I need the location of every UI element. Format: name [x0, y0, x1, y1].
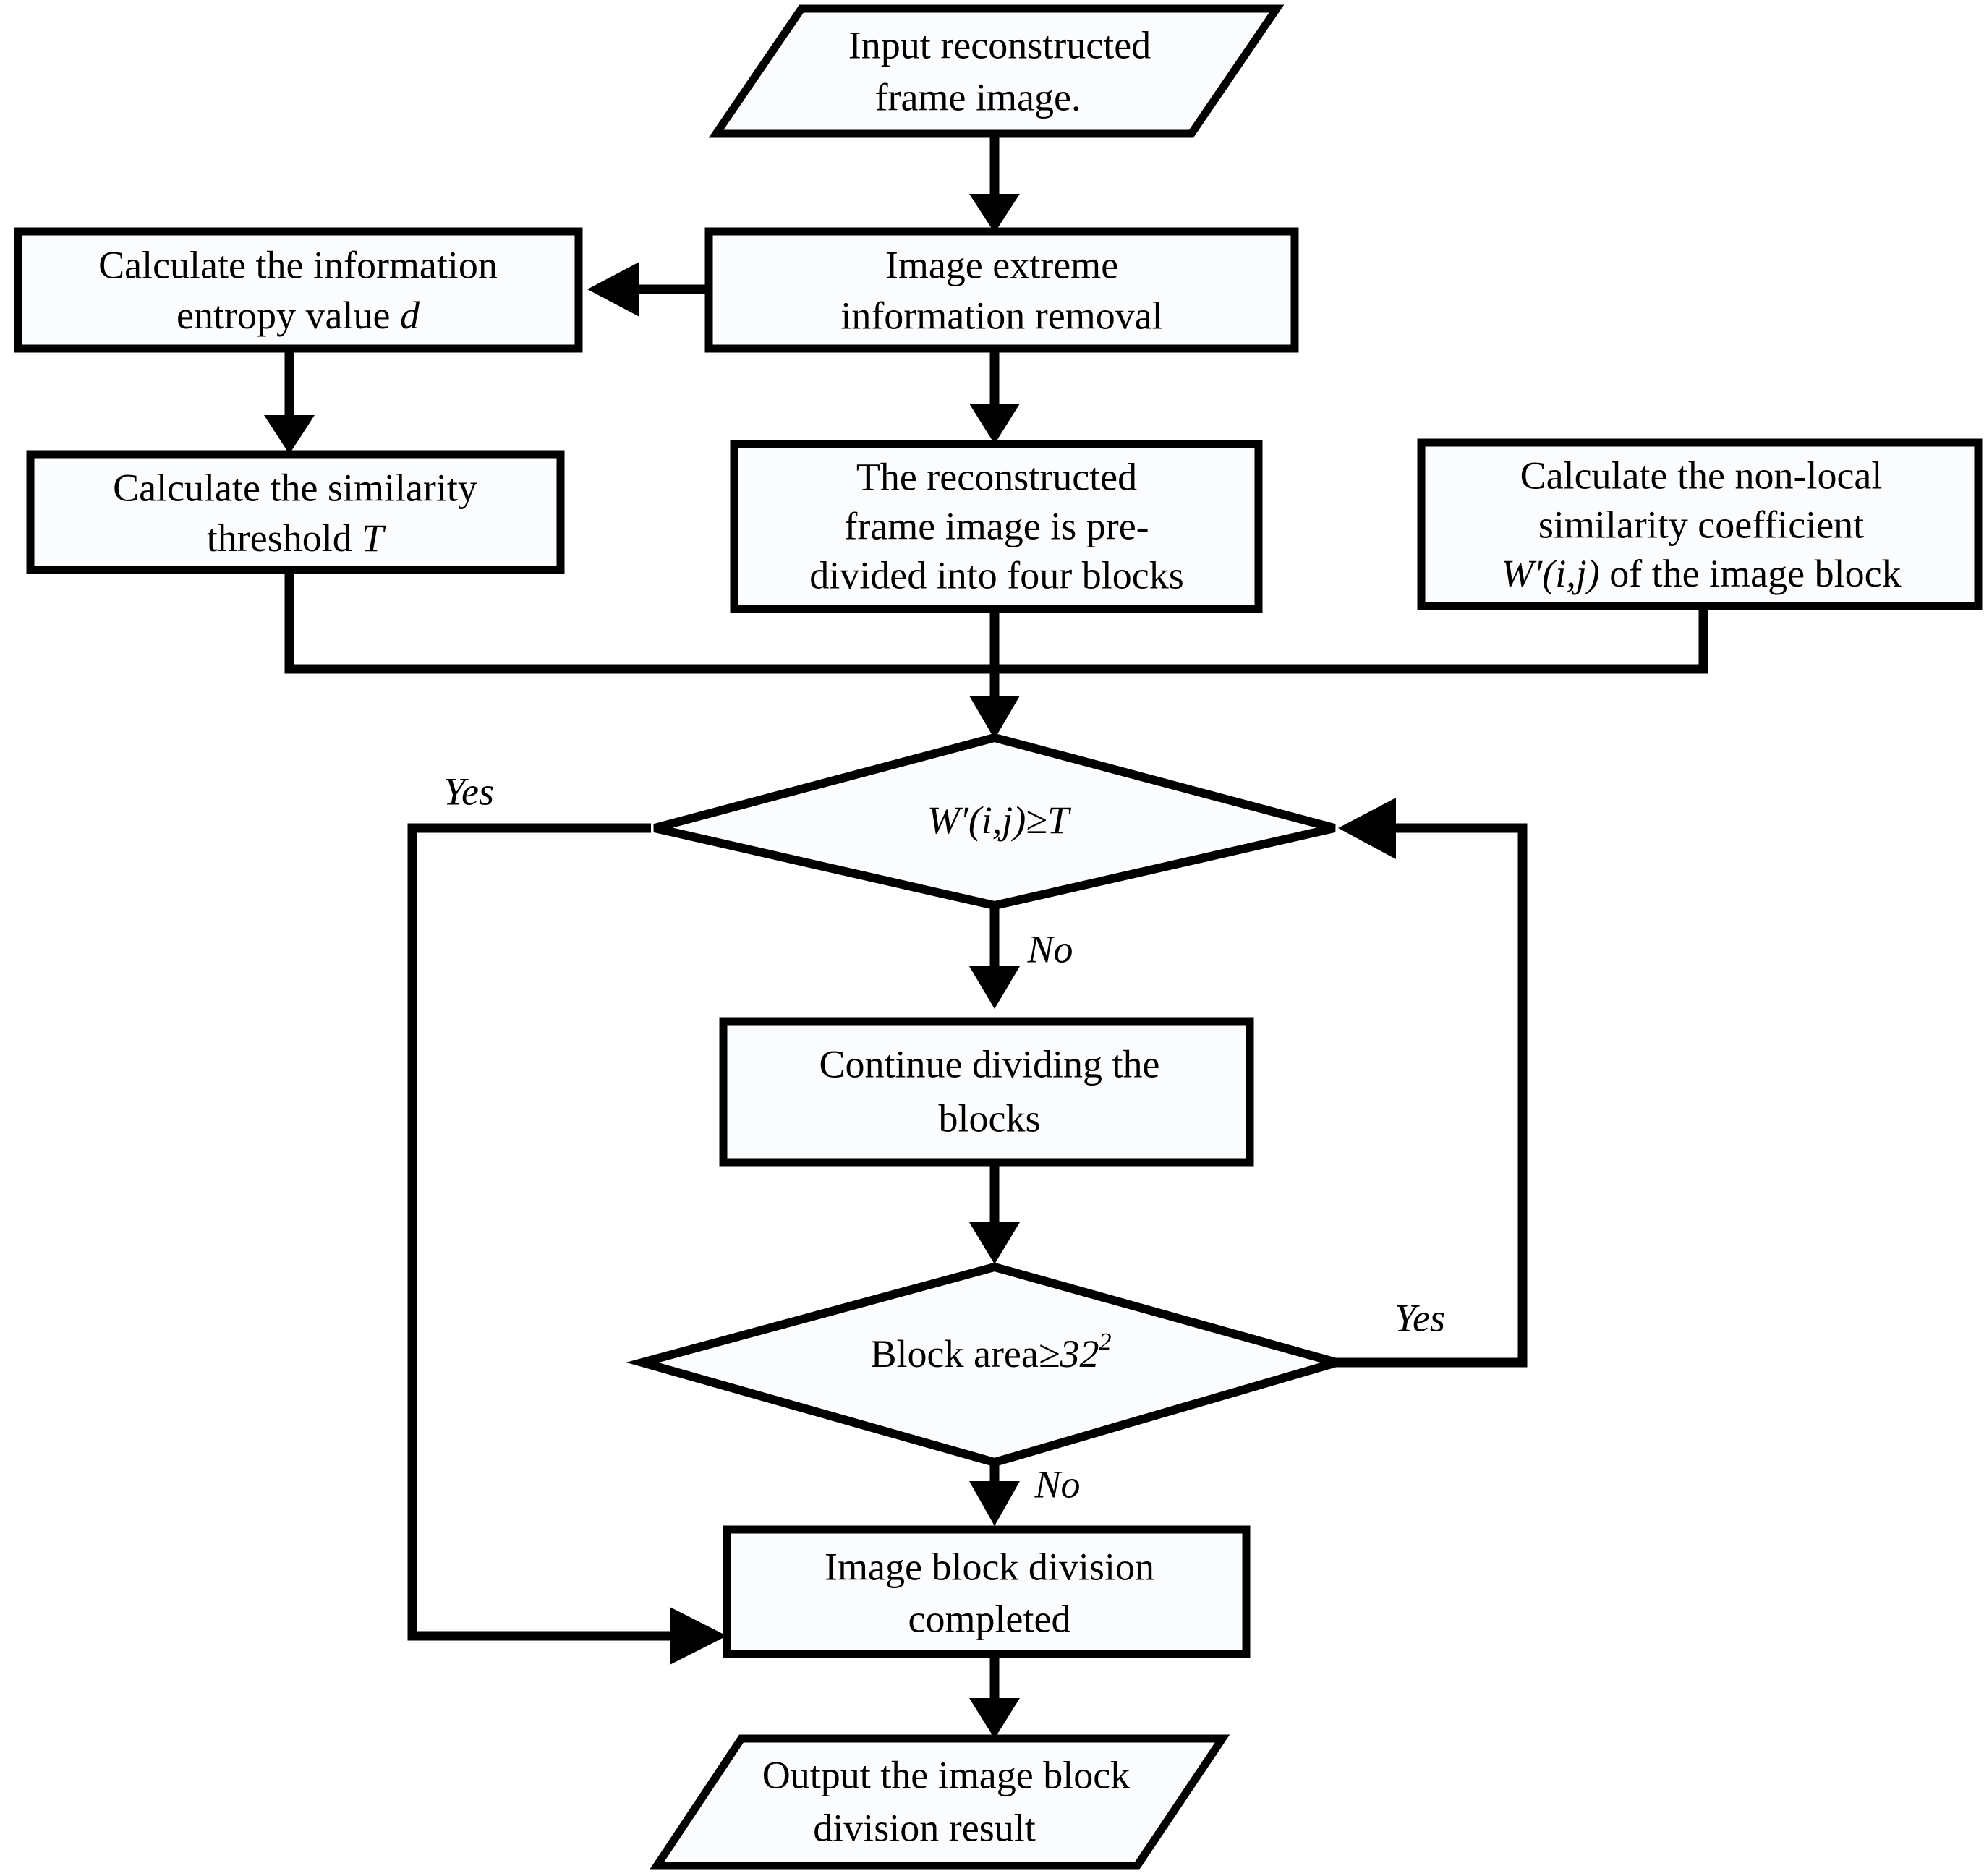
nonlocal-coeff-symbol: W′(i,j) [1501, 552, 1599, 595]
nonlocal-coeff-line-3: W′(i,j) of the image block [1501, 552, 1901, 595]
threshold-line-2-text: threshold [207, 516, 362, 560]
entropy-line-2-text: entropy value [176, 294, 400, 337]
arrowhead-decision-w-no [969, 966, 1020, 1009]
arrowhead-entropy-to-threshold [264, 415, 315, 454]
threshold-box[interactable] [26, 450, 565, 574]
edge-label-layer: Yes No Yes No [443, 769, 1445, 1506]
decision-area-operator: ≥32 [1039, 1332, 1099, 1376]
threshold-symbol-t: T [362, 516, 386, 560]
node-division-completed[interactable]: Image block division completed [723, 1525, 1251, 1658]
output-line-1: Output the image block [762, 1753, 1130, 1796]
decision-area-text: Block area≥322 [870, 1329, 1111, 1376]
node-continue-dividing[interactable]: Continue dividing the blocks [719, 1017, 1254, 1167]
division-completed-line-2: completed [908, 1597, 1071, 1640]
extreme-removal-box[interactable] [704, 227, 1299, 353]
predivide-line-1: The reconstructed [856, 455, 1137, 498]
threshold-line-2: threshold T [207, 516, 386, 560]
arrowhead-bus-to-decision-w [969, 696, 1020, 739]
node-extreme-removal[interactable]: Image extreme information removal [704, 227, 1299, 353]
connector-layer [264, 134, 1708, 1739]
predivide-line-3: divided into four blocks [809, 553, 1183, 597]
arrowhead-w-yes-loop [670, 1607, 727, 1665]
input-line-1: Input reconstructed [848, 23, 1151, 67]
decision-w-text: W′(i,j)≥T [927, 798, 1072, 842]
edge-decision-w-yes-loop [407, 823, 673, 1641]
entropy-box[interactable] [14, 227, 583, 353]
decision-area-label: Block area [870, 1332, 1038, 1376]
node-entropy[interactable]: Calculate the information entropy value … [14, 227, 583, 353]
predivide-box[interactable] [730, 440, 1263, 613]
node-decision-area[interactable]: Block area≥322 [626, 1262, 1353, 1467]
decision-w-symbol: W′(i,j) [927, 798, 1026, 842]
arrowhead-extreme-to-entropy [587, 262, 639, 317]
extreme-removal-line-1: Image extreme [885, 243, 1118, 286]
input-line-2: frame image. [875, 75, 1081, 119]
output-parallelogram[interactable] [649, 1734, 1230, 1870]
node-threshold[interactable]: Calculate the similarity threshold T [26, 450, 565, 574]
division-completed-line-1: Image block division [825, 1545, 1154, 1588]
decision-w-diamond[interactable] [653, 733, 1336, 911]
node-input[interactable]: Input reconstructed frame image. [708, 4, 1285, 138]
label-decision-w-yes: Yes [443, 769, 494, 813]
continue-dividing-box[interactable] [719, 1017, 1254, 1167]
division-completed-box[interactable] [723, 1525, 1251, 1658]
threshold-line-1: Calculate the similarity [113, 466, 477, 509]
nonlocal-coeff-line-3-text: of the image block [1600, 552, 1902, 595]
node-nonlocal-coeff[interactable]: Calculate the non-local similarity coeff… [1417, 438, 1983, 610]
entropy-symbol-d: d [400, 294, 420, 337]
decision-w-operator: ≥T [1026, 798, 1072, 842]
node-output[interactable]: Output the image block division result [649, 1734, 1230, 1870]
decision-area-diamond[interactable] [626, 1262, 1353, 1467]
edge-decision-area-yes-loop [1334, 823, 1528, 1368]
arrowhead-completed-to-output [969, 1698, 1020, 1739]
label-decision-area-yes: Yes [1395, 1296, 1445, 1339]
node-predivide[interactable]: The reconstructed frame image is pre- di… [730, 440, 1263, 613]
entropy-line-2: entropy value d [176, 294, 420, 337]
continue-dividing-line-2: blocks [939, 1096, 1041, 1140]
nonlocal-coeff-line-1: Calculate the non-local [1520, 453, 1883, 497]
output-line-2: division result [813, 1806, 1036, 1849]
nonlocal-coeff-box[interactable] [1417, 438, 1983, 610]
input-parallelogram[interactable] [708, 4, 1285, 138]
arrowhead-continue-to-decision-area [969, 1222, 1020, 1264]
arrowhead-extreme-to-predivide [969, 404, 1020, 444]
decision-area-superscript: 2 [1099, 1329, 1112, 1355]
nonlocal-coeff-line-2: similarity coefficient [1538, 503, 1864, 546]
arrowhead-decision-area-no [969, 1481, 1020, 1526]
arrowhead-area-yes-loop [1338, 798, 1396, 859]
entropy-line-1: Calculate the information [98, 243, 498, 286]
continue-dividing-line-1: Continue dividing the [819, 1042, 1160, 1086]
extreme-removal-line-2: information removal [840, 294, 1162, 337]
node-decision-w[interactable]: W′(i,j)≥T [653, 733, 1336, 911]
label-decision-w-no: No [1026, 927, 1073, 971]
label-decision-area-no: No [1034, 1462, 1080, 1506]
predivide-line-2: frame image is pre- [844, 504, 1149, 547]
arrowhead-input-to-extreme [969, 194, 1020, 233]
